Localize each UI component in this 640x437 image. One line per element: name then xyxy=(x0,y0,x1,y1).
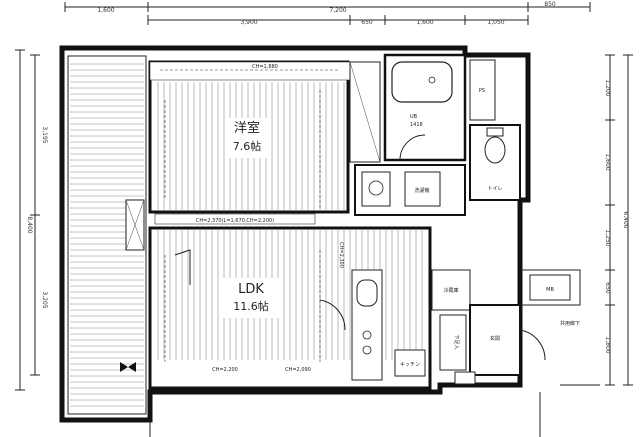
dim-top-seg-2: 650 xyxy=(361,19,373,26)
dim-top-right-outer: 850 xyxy=(544,1,556,8)
dim-right-seg-4: 650 xyxy=(604,282,611,294)
room-western-name: 洋室 xyxy=(234,120,260,136)
balcony xyxy=(67,55,147,415)
dim-right-seg-3: 1,250 xyxy=(604,229,611,246)
ceiling-ldk-right: CH=2,300 xyxy=(338,242,344,268)
bathroom: UB 1418 xyxy=(383,53,467,162)
ceiling-ldk-mid: CH=2,090 xyxy=(285,367,311,373)
dim-top-total: 7,200 xyxy=(329,7,346,14)
kitchen: キッチン 冷蔵庫 xyxy=(351,269,471,381)
dim-right-seg-2: 1,600 xyxy=(604,153,611,170)
room-ldk-size: 11.6帖 xyxy=(233,300,269,313)
dim-top-left: 1,600 xyxy=(97,7,114,14)
dim-top-seg-1: 3,900 xyxy=(240,19,257,26)
valve-icon xyxy=(120,362,136,372)
top-dimensions: 1,600 7,200 850 3,900 650 1,600 1,050 xyxy=(64,1,591,26)
dim-top-seg-4: 1,050 xyxy=(487,19,504,26)
ps-label: PS xyxy=(479,88,485,94)
entrance: 玄関 下足入 MB 共用廊下 xyxy=(439,274,580,385)
toilet-area: PS トイレ xyxy=(469,59,521,201)
room-ldk-name: LDK xyxy=(238,282,264,297)
toilet-icon xyxy=(484,136,506,164)
dim-left-upper: 3,195 xyxy=(41,126,48,143)
mb-label: MB xyxy=(546,287,554,293)
dim-top-seg-3: 1,600 xyxy=(416,19,433,26)
toilet-label: トイレ xyxy=(487,186,502,192)
ceiling-ldk-left: CH=2,200 xyxy=(212,367,238,373)
dim-right-seg-5: 1,800 xyxy=(604,336,611,353)
kitchen-label: キッチン xyxy=(400,362,420,368)
shoes-label: 下足入 xyxy=(453,334,459,349)
right-dimensions: 6,400 1,200 1,600 1,250 650 1,800 xyxy=(604,54,633,386)
western-room: CH=1,880 洋室 7.6帖 CH=2,370(L=1,670,CH=2,2… xyxy=(148,60,381,225)
dim-right-total: 6,400 xyxy=(622,211,629,228)
washbasin-icon xyxy=(368,180,384,196)
bathtub-icon xyxy=(391,61,453,103)
ceiling-western-mid: CH=2,370(L=1,670,CH=2,200) xyxy=(196,218,274,224)
washer-label: 洗濯機 xyxy=(414,187,429,194)
room-western-size: 7.6帖 xyxy=(233,140,262,153)
ceiling-western-top: CH=1,880 xyxy=(252,64,278,70)
stove-burner-icon xyxy=(362,345,372,355)
common-hall-label: 共用廊下 xyxy=(560,320,580,327)
dim-left-total: 8,400 xyxy=(26,216,33,233)
dim-left-lower: 3,205 xyxy=(41,291,48,308)
left-dimensions: 8,400 3,195 3,205 xyxy=(15,49,48,391)
washroom: 洗濯機 xyxy=(354,164,466,216)
dim-right-seg-1: 1,200 xyxy=(604,79,611,96)
bath-label: UB xyxy=(410,114,418,120)
fridge-label: 冷蔵庫 xyxy=(443,287,458,294)
sink-icon xyxy=(356,279,378,307)
ldk-room: LDK 11.6帖 CH=2,200 CH=2,090 CH=2,300 xyxy=(148,226,432,390)
stove-burner-icon xyxy=(362,330,372,340)
bath-size: 1418 xyxy=(410,122,423,128)
entrance-label: 玄関 xyxy=(490,335,500,342)
